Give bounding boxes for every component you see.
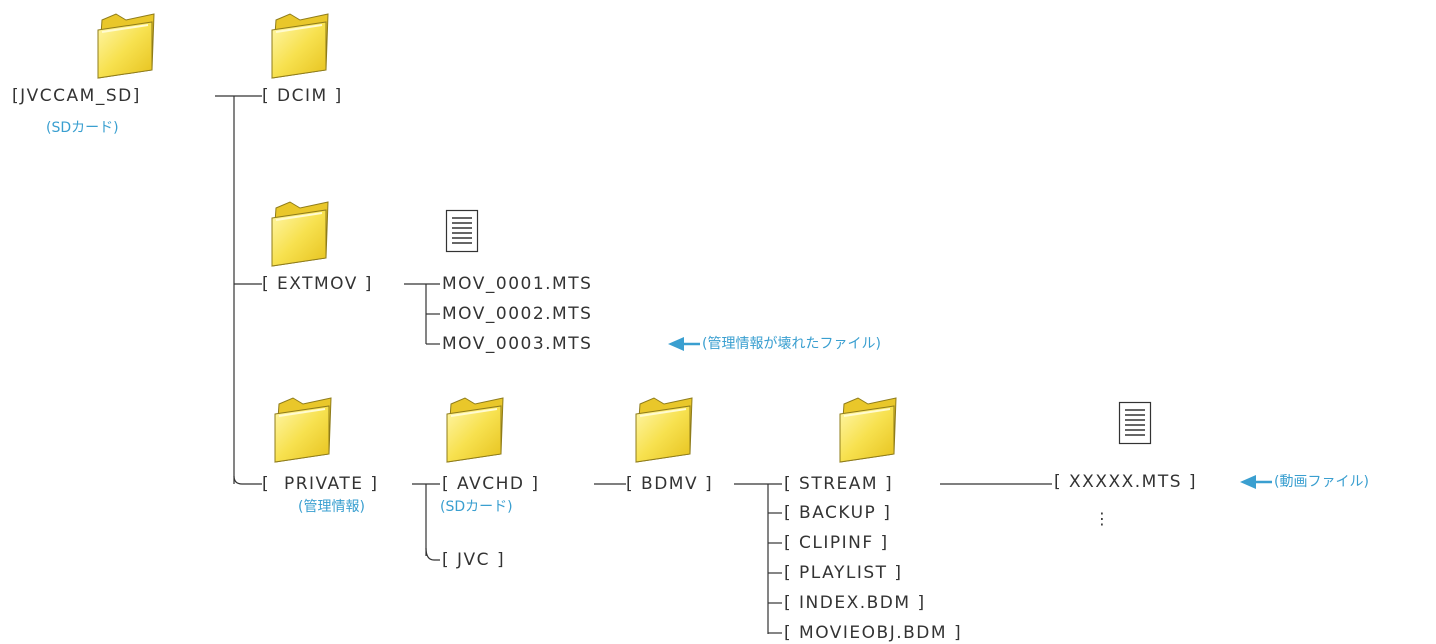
root-folder-note: (SDカード) [46, 120, 119, 136]
index-file-label: [ INDEX.BDM ] [784, 593, 926, 613]
private-folder-label: [ PRIVATE ] [262, 474, 379, 494]
clipinf-folder-label: [ CLIPINF ] [784, 533, 889, 553]
folder-icon-extmov [271, 201, 329, 267]
jvc-folder-label: [ JVC ] [442, 550, 506, 570]
avchd-folder-note: (SDカード) [440, 499, 513, 515]
tree-connectors [215, 95, 1052, 634]
folder-icon-root [97, 13, 155, 79]
arrow-icon-mov3 [668, 337, 700, 351]
folder-icon-avchd [446, 397, 504, 463]
dcim-folder-label: [ DCIM ] [262, 86, 343, 106]
more-files-ellipsis: ⋮ [1094, 509, 1110, 528]
file-label-mov3: MOV_0003.MTS [442, 334, 593, 354]
file-label-mov2: MOV_0002.MTS [442, 304, 593, 324]
folder-icon-bdmv [635, 397, 693, 463]
document-icon-mts [1118, 401, 1152, 445]
stream-folder-label: [ STREAM ] [784, 474, 894, 494]
folder-icon-dcim [271, 13, 329, 79]
avchd-folder-label: [ AVCHD ] [442, 474, 540, 494]
document-icon-extmov [445, 209, 479, 253]
folder-icon-private [274, 397, 332, 463]
mov3-note: (管理情報が壊れたファイル) [702, 336, 881, 352]
file-label-mov1: MOV_0001.MTS [442, 274, 593, 294]
backup-folder-label: [ BACKUP ] [784, 503, 892, 523]
bdmv-folder-label: [ BDMV ] [626, 474, 714, 494]
mts-file-note: (動画ファイル) [1274, 474, 1369, 490]
arrow-icon-mts [1240, 475, 1272, 489]
extmov-folder-label: [ EXTMOV ] [262, 274, 373, 294]
mts-file-label: [ XXXXX.MTS ] [1054, 472, 1198, 492]
movieobj-file-label: [ MOVIEOBJ.BDM ] [784, 623, 963, 643]
private-folder-note: (管理情報) [298, 499, 365, 515]
folder-icon-stream [839, 397, 897, 463]
root-folder-label: [JVCCAM_SD] [12, 86, 141, 106]
playlist-folder-label: [ PLAYLIST ] [784, 563, 903, 583]
